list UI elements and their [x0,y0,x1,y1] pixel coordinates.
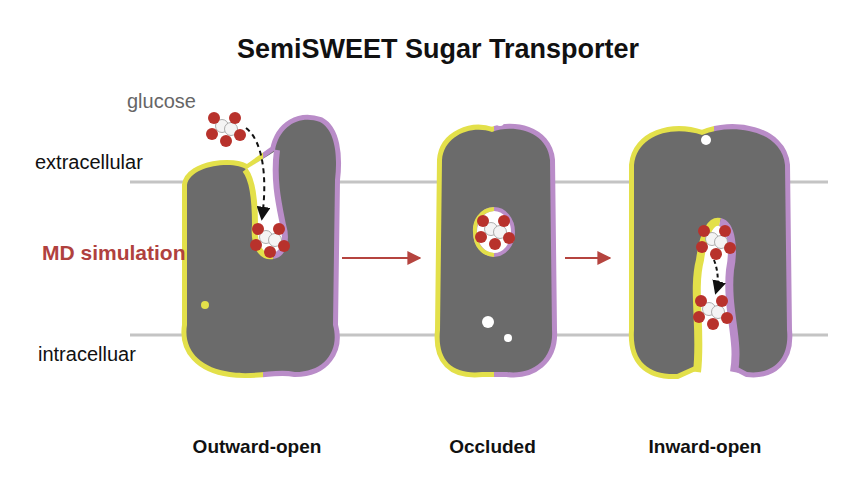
protein-rim [263,120,336,373]
method-label: MD simulation [42,241,186,265]
protein-inward-open [634,129,788,374]
state-node: Outward-open [172,120,342,396]
protein-body [634,129,788,374]
glucose-molecule [206,112,246,147]
protein-hole [504,334,512,342]
protein-occluded [440,118,553,372]
protein-rim [440,129,494,373]
region-label: extracellular [35,151,143,174]
protein-outward-open [186,120,336,373]
state-label: Occluded [449,436,536,458]
region-label: intracelluar [38,343,136,366]
glucose-path-arrow [246,128,264,218]
transition-arrow [565,257,610,259]
state-node: Occluded [420,120,565,396]
glucose-molecule [696,225,736,260]
protein-rim [714,129,787,374]
state-label: Inward-open [649,436,762,458]
protein-hole [496,118,504,126]
surface-patch [201,301,209,309]
glucose-molecule [693,295,733,330]
state-label: Outward-open [193,436,322,458]
glucose-path-arrow [714,260,718,292]
glucose-molecule [475,215,515,250]
protein-hole [701,135,711,145]
molecule-label: glucose [127,90,196,113]
protein-rim [186,120,263,373]
protein-rim [494,129,552,373]
title: SemiSWEET Sugar Transporter [237,34,639,65]
protein-rim [634,129,714,374]
protein-body [186,120,336,373]
state-node: Inward-open [610,120,800,396]
glucose-molecule [250,223,290,258]
protein-hole [482,316,494,328]
transition-arrow [342,257,420,259]
protein-body [440,129,553,373]
